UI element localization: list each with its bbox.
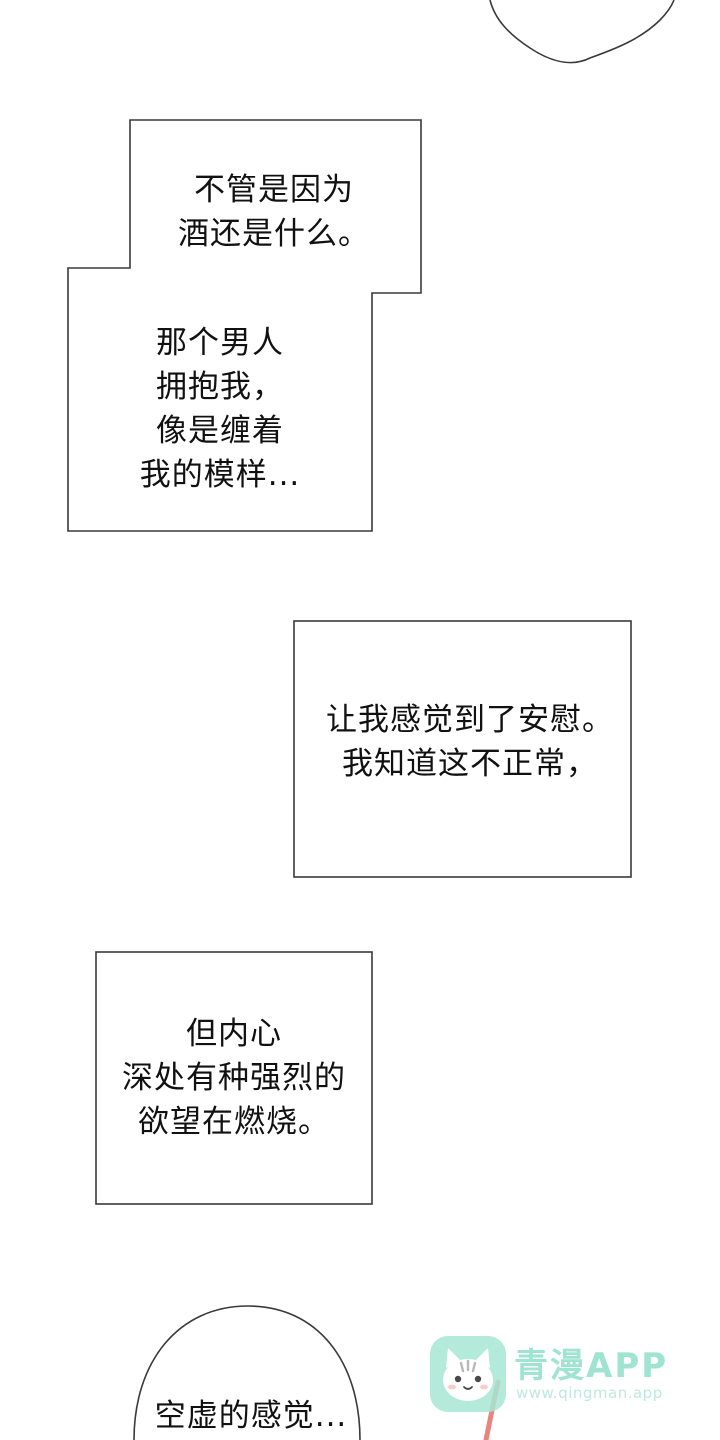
caption-line: 拥抱我， (156, 369, 284, 405)
bubble-text: 空虚的感觉... (146, 1394, 356, 1438)
top-speech-balloon (489, 0, 675, 64)
caption-line: 那个男人 (156, 325, 284, 361)
cat-face-icon (430, 1336, 506, 1412)
caption-box-desire (95, 951, 373, 1205)
caption-line: 像是缠着 (156, 413, 284, 449)
watermark-url: www.qingman.app (516, 1384, 663, 1402)
caption-line: 我的模样... (139, 457, 301, 493)
caption-line: 但内心 (186, 1016, 282, 1052)
caption-line: 让我感觉到了安慰。 (326, 702, 614, 738)
caption-panel-3: 让我感觉到了安慰。 我知道这不正常， (312, 698, 628, 786)
caption-panel-1: 不管是因为 酒还是什么。 (174, 168, 374, 256)
bottom-speech-bubble (133, 1305, 361, 1440)
caption-panel-4: 但内心 深处有种强烈的 欲望在燃烧。 (106, 1012, 362, 1144)
caption-panel-2: 那个男人 拥抱我， 像是缠着 我的模样... (125, 321, 315, 497)
caption-line: 不管是因为 (194, 172, 354, 208)
caption-box-comfort (293, 620, 632, 878)
caption-box-stepped (67, 119, 422, 532)
caption-line: 欲望在燃烧。 (138, 1104, 330, 1140)
bubble-line: 空虚的感觉... (154, 1398, 348, 1434)
caption-line: 酒还是什么。 (178, 216, 370, 252)
caption-line: 深处有种强烈的 (122, 1060, 346, 1096)
caption-line: 我知道这不正常， (342, 746, 598, 782)
watermark-logo: 青漫APP www.qingman.app (428, 1334, 698, 1434)
watermark-name: 青漫APP (514, 1346, 669, 1386)
